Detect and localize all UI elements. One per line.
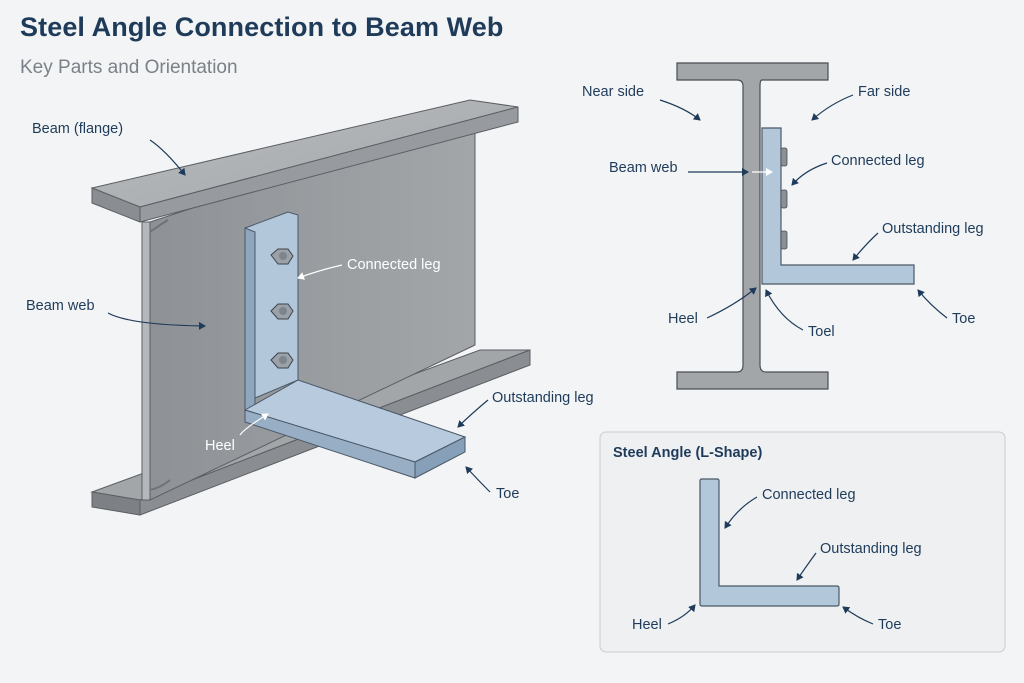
iso-label-beam-web: Beam web xyxy=(26,298,95,314)
section-labels: Near side Far side Beam web Connected le… xyxy=(582,84,984,340)
section-label-beam-web: Beam web xyxy=(609,160,678,176)
angle-panel-label-connected-leg: Connected leg xyxy=(762,487,856,503)
angle-panel-title: Steel Angle (L-Shape) xyxy=(613,445,762,461)
angle-panel-label-outstanding-leg: Outstanding leg xyxy=(820,541,922,557)
section-label-connected-leg: Connected leg xyxy=(831,153,925,169)
page-subtitle: Key Parts and Orientation xyxy=(20,57,238,78)
iso-web-edge xyxy=(141,221,151,501)
section-label-far-side: Far side xyxy=(858,84,910,100)
iso-bolt-1 xyxy=(270,248,294,265)
iso-label-beam-flange: Beam (flange) xyxy=(32,121,123,137)
iso-bolt-2 xyxy=(270,303,294,320)
iso-top-flange-side xyxy=(139,106,519,223)
iso-labels: Beam (flange) Beam web Connected leg Out… xyxy=(26,121,594,502)
iso-angle xyxy=(243,211,467,479)
section-label-outstanding-leg: Outstanding leg xyxy=(882,221,984,237)
section-label-near-side: Near side xyxy=(582,84,644,100)
angle-panel: Steel Angle (L-Shape) Connected leg Outs… xyxy=(599,431,1006,653)
angle-panel-label-heel: Heel xyxy=(632,617,662,633)
iso-bolt-3 xyxy=(270,352,294,369)
section-beam xyxy=(676,62,829,390)
iso-beam xyxy=(90,99,531,516)
angle-panel-shape xyxy=(699,478,840,607)
iso-label-heel: Heel xyxy=(205,438,235,454)
section-label-toe: Toe xyxy=(952,311,975,327)
section-label-toel: Toel xyxy=(808,324,835,340)
angle-panel-label-toe: Toe xyxy=(878,617,901,633)
section-angle xyxy=(761,127,915,285)
section-label-heel: Heel xyxy=(668,311,698,327)
page-title: Steel Angle Connection to Beam Web xyxy=(20,12,504,42)
iso-label-outstanding-leg: Outstanding leg xyxy=(492,390,594,406)
iso-label-connected-leg: Connected leg xyxy=(347,257,441,273)
iso-label-toe: Toe xyxy=(496,486,519,502)
